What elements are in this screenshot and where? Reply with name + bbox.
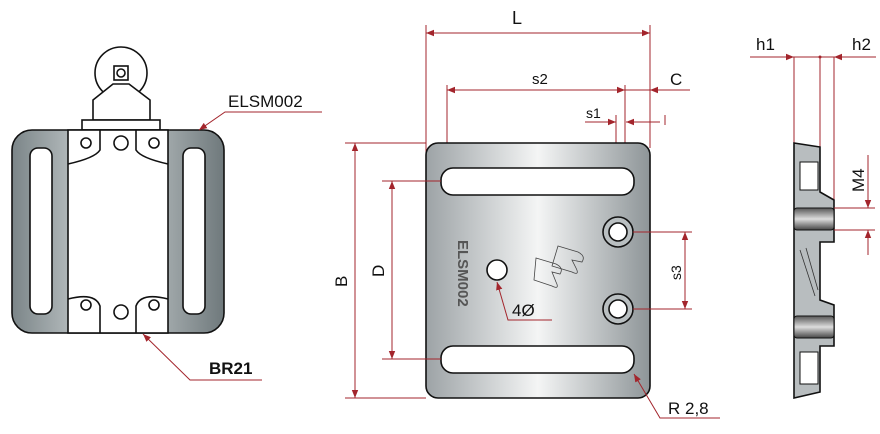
plate	[425, 142, 651, 399]
plate-engraving: ELSM002	[454, 240, 471, 307]
dim-h1: h1	[756, 35, 775, 54]
base-plate	[81, 119, 161, 131]
dim-L: L	[512, 8, 522, 28]
hole-4mm	[486, 259, 508, 281]
br21-body	[67, 129, 169, 334]
dim-C: C	[670, 70, 682, 89]
slot-bottom	[440, 345, 635, 374]
threaded-pin	[793, 207, 835, 231]
dim-D: D	[369, 265, 388, 277]
dim-radius: R 2,8	[668, 399, 709, 418]
slot-left	[29, 147, 53, 315]
slot-top	[440, 167, 635, 196]
part-label-elsm002: ELSM002	[228, 92, 303, 111]
dim-s2: s2	[532, 71, 548, 88]
dim-B: B	[332, 276, 351, 287]
assembly-side-view: ELSM002 BR21	[11, 46, 322, 381]
dim-s1: s1	[586, 105, 601, 121]
slot-right	[182, 147, 206, 315]
dim-h2: h2	[852, 35, 871, 54]
dim-s3: s3	[668, 265, 684, 280]
plate-profile-view: h1 h2 M4	[750, 35, 876, 400]
br-logo-icon	[533, 245, 584, 288]
part-label-br21: BR21	[209, 359, 252, 378]
thread-label-m4: M4	[849, 168, 868, 192]
hole-diameter-label: 4Ø	[512, 301, 535, 320]
plate-front-view: L s2 C s1 ELSM002 4Ø B D s3 R 2,8	[332, 8, 720, 419]
